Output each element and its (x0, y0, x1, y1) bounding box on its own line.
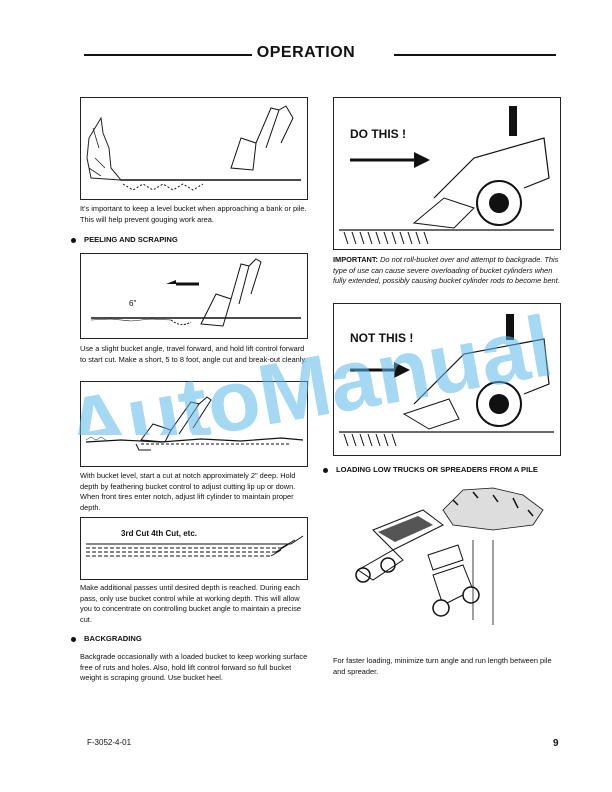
caption-level-bucket: It's important to keep a level bucket wh… (80, 204, 307, 224)
figure-cuts-label: 3rd Cut 4th Cut, etc. (121, 529, 197, 538)
section-title: BACKGRADING (84, 634, 142, 643)
section-title: PEELING AND SCRAPING (84, 235, 178, 244)
figure-do-this: DO THIS ! (333, 97, 561, 250)
section-peeling-scraping: PEELING AND SCRAPING (71, 235, 178, 244)
figure-level-bucket (80, 97, 308, 200)
caption-backgrading: Backgrade occasionally with a loaded buc… (80, 652, 308, 683)
figure-not-this-label: NOT THIS ! (350, 331, 413, 345)
section-title: LOADING LOW TRUCKS OR SPREADERS FROM A P… (336, 465, 538, 474)
document-code: F-3052-4-01 (87, 738, 132, 747)
important-note: IMPORTANT: Do not roll-bucket over and a… (333, 255, 561, 287)
figure-depth-label: 6" (129, 299, 136, 308)
figure-peeling: 6" (80, 253, 308, 339)
important-text: Do not roll-bucket over and attempt to b… (333, 255, 560, 286)
caption-peeling: Use a slight bucket angle, travel forwar… (80, 344, 307, 364)
caption-loading-trucks: For faster loading, minimize turn angle … (333, 656, 552, 676)
bullet-dot (71, 237, 76, 243)
section-loading-trucks: LOADING LOW TRUCKS OR SPREADERS FROM A P… (323, 465, 538, 474)
bullet-dot (71, 636, 76, 642)
figure-notch-cut (80, 381, 308, 467)
section-backgrading: BACKGRADING (71, 634, 142, 643)
bullet-dot (323, 467, 328, 473)
caption-additional-cuts: Make additional passes until desired dep… (80, 583, 302, 624)
figure-loading-trucks (333, 480, 559, 642)
figure-not-this: NOT THIS ! (333, 303, 561, 456)
caption-notch-cut: With bucket level, start a cut at notch … (80, 471, 296, 512)
header-rule-left (84, 54, 252, 56)
header-rule-right (394, 54, 556, 56)
important-lead: IMPORTANT: (333, 255, 379, 264)
page-title: OPERATION (256, 44, 356, 61)
figure-do-this-label: DO THIS ! (350, 127, 406, 141)
page-number: 9 (553, 738, 559, 749)
figure-additional-cuts: 3rd Cut 4th Cut, etc. (80, 517, 308, 580)
